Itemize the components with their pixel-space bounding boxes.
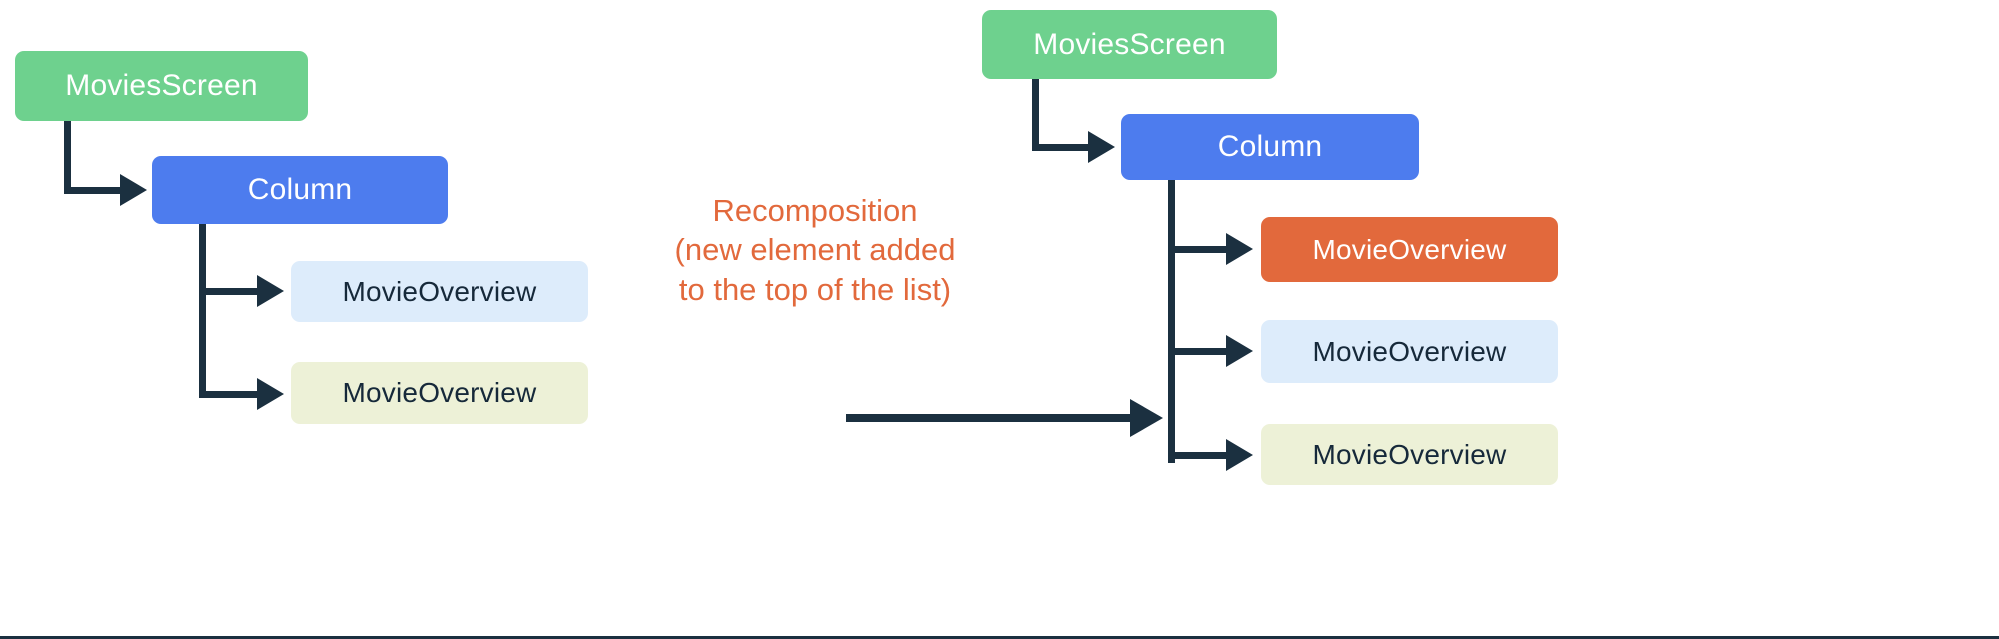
before-node-movie-overview-1: MovieOverview	[291, 261, 588, 322]
after-node-movies-screen: MoviesScreen	[982, 10, 1277, 79]
after-arrowhead-movie-overview-new	[1226, 233, 1253, 265]
before-connector-branch-2	[199, 391, 263, 398]
after-node-movie-overview-2: MovieOverview	[1261, 424, 1558, 485]
before-connector-screen-to-column-vertical	[64, 121, 71, 194]
before-connector-column-trunk	[199, 224, 206, 398]
before-node-movie-overview-2: MovieOverview	[291, 362, 588, 424]
after-node-movies-screen-label: MoviesScreen	[1033, 27, 1226, 61]
after-connector-branch-1	[1168, 348, 1232, 355]
before-node-movies-screen-label: MoviesScreen	[65, 69, 258, 102]
after-connector-screen-to-column-horizontal	[1032, 144, 1094, 151]
recomposition-caption-line-1: Recomposition	[712, 193, 918, 228]
recomposition-caption: Recomposition (new element added to the …	[620, 191, 1010, 309]
recomposition-caption-line-2: (new element added	[674, 232, 956, 268]
before-node-movies-screen: MoviesScreen	[15, 51, 308, 121]
before-arrowhead-movie-overview-1	[257, 275, 284, 307]
after-connector-column-trunk	[1168, 180, 1175, 463]
recomposition-arrowhead	[1130, 399, 1163, 437]
before-node-movie-overview-1-label: MovieOverview	[342, 275, 537, 307]
after-node-column: Column	[1121, 114, 1419, 180]
after-connector-branch-new	[1168, 246, 1232, 253]
before-arrowhead-to-column	[120, 174, 147, 206]
after-connector-branch-2	[1168, 452, 1232, 459]
before-connector-branch-1	[199, 288, 263, 295]
before-arrowhead-movie-overview-2	[257, 378, 284, 410]
before-node-movie-overview-2-label: MovieOverview	[342, 377, 537, 408]
after-node-movie-overview-1: MovieOverview	[1261, 320, 1558, 383]
after-node-column-label: Column	[1217, 130, 1323, 163]
after-node-movie-overview-new-label: MovieOverview	[1312, 233, 1507, 265]
before-node-column: Column	[152, 156, 448, 224]
recomposition-arrow-shaft	[846, 414, 1138, 422]
after-node-movie-overview-2-label: MovieOverview	[1312, 438, 1507, 470]
before-connector-screen-to-column-horizontal	[64, 187, 126, 194]
after-connector-screen-to-column-vertical	[1032, 79, 1039, 151]
after-arrowhead-movie-overview-1	[1226, 335, 1253, 367]
after-arrowhead-movie-overview-2	[1226, 439, 1253, 471]
recomposition-caption-line-3: to the top of the list)	[678, 271, 952, 307]
after-arrowhead-to-column	[1088, 131, 1115, 163]
after-node-movie-overview-new: MovieOverview	[1261, 217, 1558, 282]
before-node-column-label: Column	[247, 173, 353, 206]
after-node-movie-overview-1-label: MovieOverview	[1312, 335, 1507, 367]
